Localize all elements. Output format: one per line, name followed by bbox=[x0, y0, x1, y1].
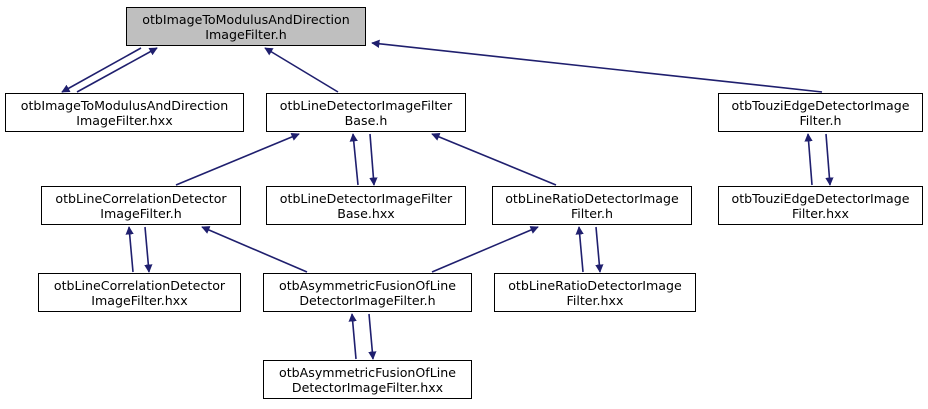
edge-linecorrelation-h-to-linedetectorbase-h bbox=[175, 133, 300, 186]
edge-touzi-h-to-touzi-hxx bbox=[825, 133, 834, 186]
edge-touzi-hxx-to-touzi-h bbox=[804, 133, 813, 186]
edge-touzi-h-to-root bbox=[371, 39, 823, 93]
node-otb-asymmetric-fusion-of-line-detector-image-filter-h[interactable]: otbAsymmetricFusionOfLine DetectorImageF… bbox=[263, 273, 472, 312]
node-label: otbLineRatioDetectorImage Filter.hxx bbox=[508, 277, 682, 308]
node-otb-line-ratio-detector-image-filter-hxx[interactable]: otbLineRatioDetectorImage Filter.hxx bbox=[494, 273, 696, 312]
node-otb-touzi-edge-detector-image-filter-hxx[interactable]: otbTouziEdgeDetectorImage Filter.hxx bbox=[718, 186, 923, 225]
node-label: otbImageToModulusAndDirection ImageFilte… bbox=[20, 97, 229, 128]
node-label: otbLineDetectorImageFilter Base.h bbox=[279, 97, 453, 128]
node-otb-line-detector-image-filter-base-hxx[interactable]: otbLineDetectorImageFilter Base.hxx bbox=[266, 186, 466, 225]
node-label: otbLineCorrelationDetector ImageFilter.h… bbox=[53, 277, 226, 308]
node-label: otbLineDetectorImageFilter Base.hxx bbox=[279, 190, 453, 221]
node-label: otbTouziEdgeDetectorImage Filter.h bbox=[731, 97, 910, 128]
node-otb-asymmetric-fusion-of-line-detector-image-filter-hxx[interactable]: otbAsymmetricFusionOfLine DetectorImageF… bbox=[263, 360, 472, 399]
edge-asymmetric-h-to-linecorrelation-h bbox=[201, 226, 308, 273]
node-label: otbLineCorrelationDetector ImageFilter.h bbox=[55, 190, 227, 221]
edge-linedetectorbase-h-to-linedetectorbase-hxx bbox=[369, 133, 378, 186]
edge-asymmetric-h-to-lineratio-h bbox=[431, 226, 539, 273]
node-otb-line-correlation-detector-image-filter-h[interactable]: otbLineCorrelationDetector ImageFilter.h bbox=[41, 186, 241, 225]
edge-root-to-modulus-hxx bbox=[61, 47, 142, 93]
node-label: otbLineRatioDetectorImage Filter.h bbox=[505, 190, 679, 221]
edge-linecorrelation-h-to-linecorrelation-hxx bbox=[144, 226, 153, 273]
edge-asymmetric-h-to-asymmetric-hxx bbox=[368, 313, 377, 360]
node-otb-line-ratio-detector-image-filter-h[interactable]: otbLineRatioDetectorImage Filter.h bbox=[492, 186, 692, 225]
node-label: otbAsymmetricFusionOfLine DetectorImageF… bbox=[279, 277, 456, 308]
edge-lineratio-h-to-linedetectorbase-h bbox=[431, 133, 557, 186]
edge-asymmetric-hxx-to-asymmetric-h bbox=[348, 313, 357, 360]
node-otb-image-to-modulus-and-direction-image-filter-hxx[interactable]: otbImageToModulusAndDirection ImageFilte… bbox=[5, 93, 244, 132]
edge-lineratio-hxx-to-lineratio-h bbox=[575, 226, 584, 273]
node-label: otbImageToModulusAndDirection ImageFilte… bbox=[142, 11, 350, 42]
edge-modulus-hxx-to-root bbox=[76, 47, 158, 93]
edge-linedetectorbase-hxx-to-linedetectorbase-h bbox=[349, 133, 359, 186]
node-otb-image-to-modulus-and-direction-image-filter-h[interactable]: otbImageToModulusAndDirection ImageFilte… bbox=[126, 7, 366, 46]
node-label: otbAsymmetricFusionOfLine DetectorImageF… bbox=[279, 364, 456, 395]
edge-linecorrelation-hxx-to-linecorrelation-h bbox=[125, 226, 134, 273]
node-otb-line-correlation-detector-image-filter-hxx[interactable]: otbLineCorrelationDetector ImageFilter.h… bbox=[38, 273, 241, 312]
edge-lineratio-h-to-lineratio-hxx bbox=[595, 226, 604, 273]
node-otb-line-detector-image-filter-base-h[interactable]: otbLineDetectorImageFilter Base.h bbox=[266, 93, 466, 132]
node-otb-touzi-edge-detector-image-filter-h[interactable]: otbTouziEdgeDetectorImage Filter.h bbox=[718, 93, 923, 132]
node-label: otbTouziEdgeDetectorImage Filter.hxx bbox=[731, 190, 910, 221]
edge-linedetectorbase-h-to-root bbox=[264, 47, 339, 93]
